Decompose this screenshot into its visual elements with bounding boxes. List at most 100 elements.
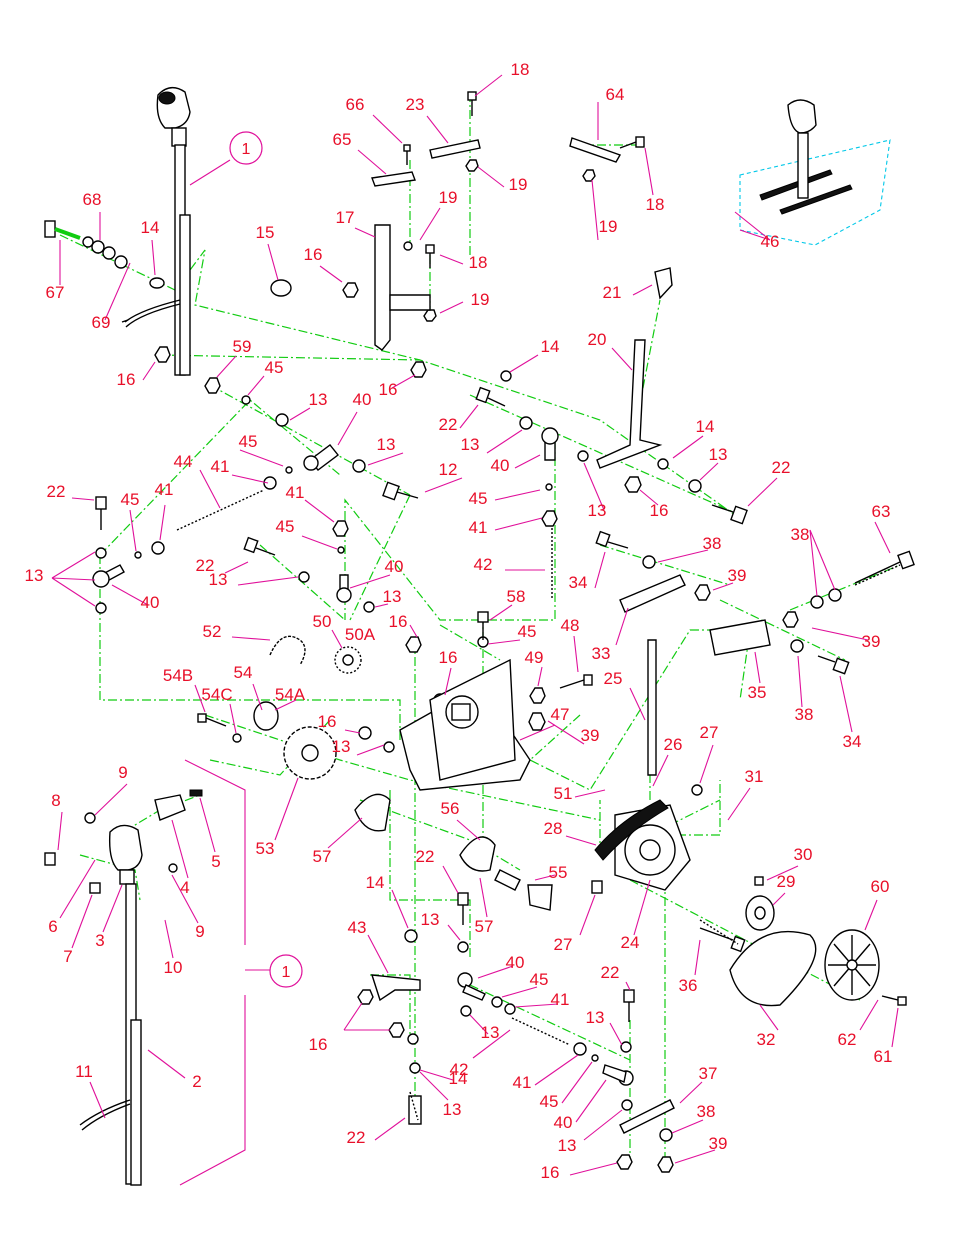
- part-label-41: 41: [469, 518, 488, 537]
- part-label-10: 10: [164, 958, 183, 977]
- circled-callouts: 1 1: [229, 131, 303, 988]
- part-label-41: 41: [155, 480, 174, 499]
- part-label-19: 19: [509, 175, 528, 194]
- part-label-48: 48: [561, 616, 580, 635]
- part-label-18: 18: [469, 253, 488, 272]
- part-label-61: 61: [874, 1047, 893, 1066]
- part-label-16: 16: [379, 380, 398, 399]
- part-label-42: 42: [450, 1060, 469, 1079]
- drive-sprockets: [253, 635, 362, 780]
- part-label-66: 66: [346, 95, 365, 114]
- shift-lever-assembly-top: [121, 87, 191, 376]
- part-label-50A: 50A: [345, 625, 376, 644]
- part-label-19: 19: [471, 290, 490, 309]
- part-label-14: 14: [541, 337, 560, 356]
- part-label-13: 13: [558, 1136, 577, 1155]
- part-label-41: 41: [551, 990, 570, 1009]
- part-label-26: 26: [664, 735, 683, 754]
- part-label-31: 31: [745, 767, 764, 786]
- part-label-39: 39: [581, 726, 600, 745]
- part-label-39: 39: [709, 1134, 728, 1153]
- part-label-16: 16: [309, 1035, 328, 1054]
- part-label-45: 45: [121, 490, 140, 509]
- part-label-4: 4: [180, 878, 189, 897]
- part-label-33: 33: [592, 644, 611, 663]
- part-label-52: 52: [203, 622, 222, 641]
- part-label-13: 13: [443, 1100, 462, 1119]
- part-label-25: 25: [604, 669, 623, 688]
- part-label-13: 13: [377, 435, 396, 454]
- part-label-57: 57: [475, 917, 494, 936]
- part-label-17: 17: [336, 208, 355, 227]
- part-label-13: 13: [209, 570, 228, 589]
- part-label-18: 18: [511, 60, 530, 79]
- part-label-16: 16: [650, 501, 669, 520]
- part-label-42: 42: [474, 555, 493, 574]
- part-label-16: 16: [304, 245, 323, 264]
- part-label-16: 16: [541, 1163, 560, 1182]
- lower-links: [371, 974, 675, 1134]
- part-label-54C: 54C: [201, 685, 232, 704]
- part-label-64: 64: [606, 85, 625, 104]
- part-label-5: 5: [211, 852, 220, 871]
- bolt-67-stack: [44, 220, 165, 289]
- part-label-22: 22: [196, 556, 215, 575]
- part-label-54A: 54A: [275, 685, 306, 704]
- part-label-45: 45: [239, 432, 258, 451]
- part-label-13: 13: [586, 1008, 605, 1027]
- part-label-22: 22: [347, 1128, 366, 1147]
- bolts: [95, 91, 915, 1125]
- part-label-59: 59: [233, 337, 252, 356]
- part-label-16: 16: [439, 648, 458, 667]
- part-label-13: 13: [481, 1023, 500, 1042]
- part-label-54: 54: [234, 663, 253, 682]
- part-label-67: 67: [46, 283, 65, 302]
- part-label-44: 44: [174, 452, 193, 471]
- part-label-18: 18: [646, 195, 665, 214]
- part-label-49: 49: [525, 648, 544, 667]
- part-label-22: 22: [47, 482, 66, 501]
- part-label-45: 45: [276, 517, 295, 536]
- part-label-27: 27: [554, 935, 573, 954]
- part-label-58: 58: [507, 587, 526, 606]
- part-label-40: 40: [491, 456, 510, 475]
- inset-46: [739, 99, 891, 246]
- part-label-27: 27: [700, 723, 719, 742]
- bearings: [354, 793, 553, 911]
- part-label-68: 68: [83, 190, 102, 209]
- part-label-40: 40: [141, 593, 160, 612]
- brackets-middle: [619, 574, 771, 656]
- part-label-16: 16: [389, 612, 408, 631]
- part-label-13: 13: [25, 566, 44, 585]
- part-label-43: 43: [348, 918, 367, 937]
- callout-1-top: 1: [242, 141, 251, 158]
- part-label-13: 13: [421, 910, 440, 929]
- part-label-15: 15: [256, 223, 275, 242]
- part-label-40: 40: [554, 1113, 573, 1132]
- part-label-40: 40: [506, 953, 525, 972]
- part-label-63: 63: [872, 502, 891, 521]
- part-label-36: 36: [679, 976, 698, 995]
- part-label-39: 39: [728, 566, 747, 585]
- transmission-24: [594, 639, 691, 891]
- part-label-14: 14: [366, 873, 385, 892]
- part-label-41: 41: [513, 1073, 532, 1092]
- part-label-57: 57: [313, 847, 332, 866]
- part-label-19: 19: [439, 188, 458, 207]
- part-label-14: 14: [141, 218, 160, 237]
- part-label-45: 45: [530, 970, 549, 989]
- part-label-41: 41: [211, 457, 230, 476]
- part-label-40: 40: [385, 557, 404, 576]
- part-label-3: 3: [95, 931, 104, 950]
- part-label-34: 34: [569, 573, 588, 592]
- circle-callout-1-bottom: [269, 954, 303, 988]
- part-label-46: 46: [761, 232, 780, 251]
- part-label-45: 45: [265, 358, 284, 377]
- part-label-14: 14: [449, 1069, 468, 1088]
- part-label-23: 23: [406, 95, 425, 114]
- part-label-56: 56: [441, 799, 460, 818]
- part-label-47: 47: [551, 705, 570, 724]
- part-label-12: 12: [439, 460, 458, 479]
